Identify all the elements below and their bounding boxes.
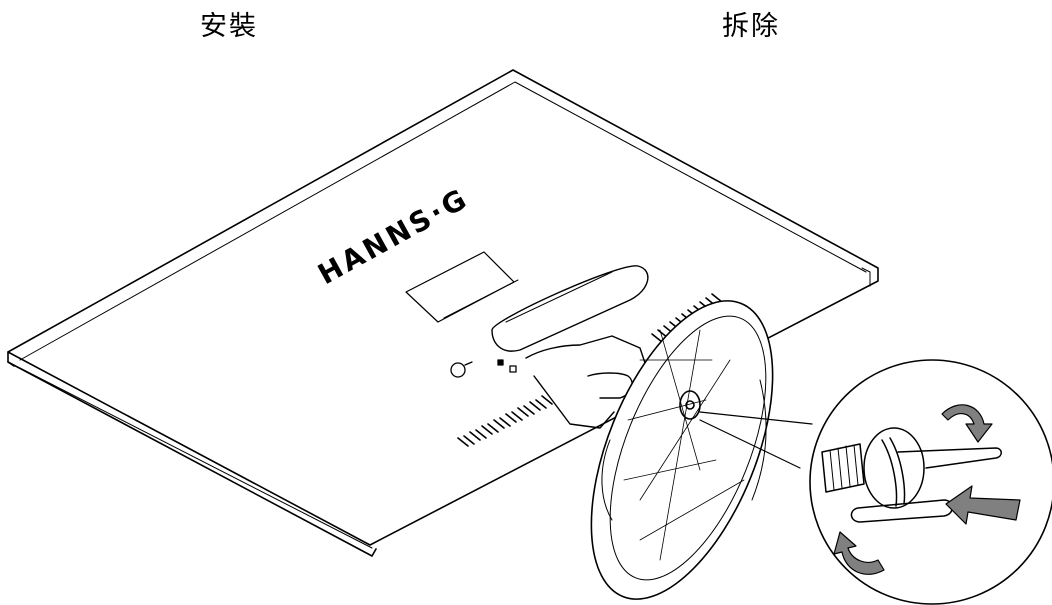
port-icons — [450, 359, 517, 378]
stand-mount-recess — [491, 265, 649, 429]
rotate-arrow-top-icon — [941, 404, 993, 443]
screw-detail — [821, 427, 1002, 523]
remove-heading: 拆除 — [722, 11, 780, 42]
push-arrow-icon — [945, 485, 1021, 525]
detail-zoom-circle — [699, 359, 1052, 605]
rotate-arrow-bottom-icon — [833, 531, 885, 575]
vent-grille-left — [457, 395, 553, 447]
install-heading: 安裝 — [200, 11, 258, 42]
monitor-back-panel — [7, 69, 879, 557]
stand-base — [590, 300, 774, 600]
rating-label — [405, 251, 519, 323]
